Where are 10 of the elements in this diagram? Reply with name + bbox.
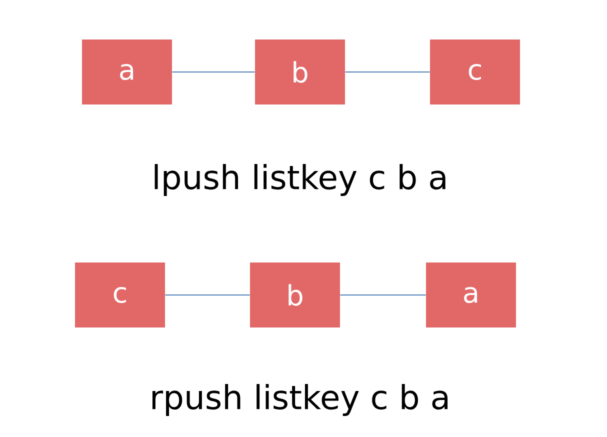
list-item-box: b xyxy=(250,262,340,328)
list-item-box: c xyxy=(430,40,520,104)
link-line xyxy=(164,294,250,296)
list-item-box: b xyxy=(255,40,345,104)
list-item-box: c xyxy=(75,262,165,328)
command-text: lpush listkey c b a xyxy=(154,164,446,196)
command-text: rpush listkey c b a xyxy=(152,384,448,416)
list-item-box: a xyxy=(82,40,172,104)
list-item-box: a xyxy=(426,262,516,328)
link-line xyxy=(340,294,426,296)
